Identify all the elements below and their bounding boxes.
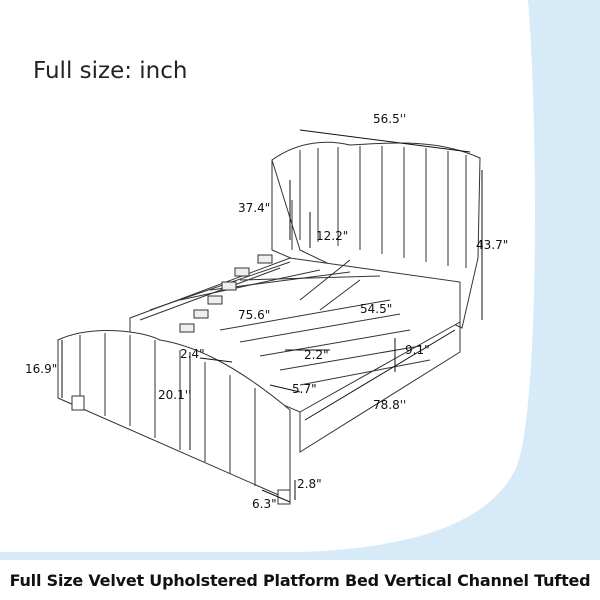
dim-leg-height: 2.8"	[297, 477, 322, 491]
slat-boxes	[179, 254, 273, 333]
product-caption: Full Size Velvet Upholstered Platform Be…	[9, 570, 591, 590]
dim-footboard-height: 16.9"	[25, 362, 58, 376]
dim-leg-to-top: 20.1''	[158, 388, 192, 402]
dim-leg-width: 6.3"	[252, 497, 277, 511]
dim-rail-height: 9.1"	[405, 343, 430, 357]
dim-headboard-upper: 37.4"	[238, 201, 271, 215]
caption-bar: Full Size Velvet Upholstered Platform Be…	[0, 560, 600, 600]
footboard	[57, 330, 291, 505]
dim-slat-gap: 2.4"	[180, 347, 205, 361]
dim-slat-width: 5.7"	[292, 382, 317, 396]
dim-width-total: 56.5''	[373, 112, 407, 126]
dim-headboard-panel: 12.2"	[316, 229, 349, 243]
dim-total-height: 43.7"	[476, 238, 509, 252]
size-heading: Full size: inch	[33, 58, 188, 84]
dim-inner-length: 75.6"	[238, 308, 271, 322]
dimension-lines	[61, 129, 483, 503]
dim-inner-width: 54.5"	[360, 302, 393, 316]
dim-total-length: 78.8''	[373, 398, 407, 412]
dim-slat-spacing: 2.2"	[304, 348, 329, 362]
